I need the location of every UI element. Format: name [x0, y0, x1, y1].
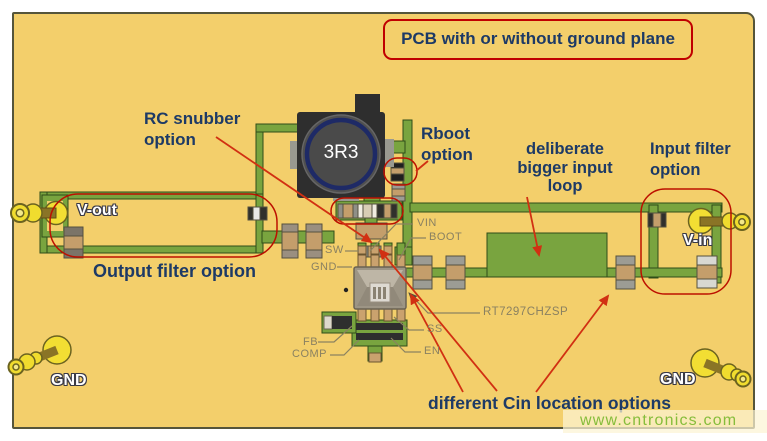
rboot-resistor [390, 162, 405, 182]
components [63, 162, 718, 290]
cap-output [63, 226, 84, 259]
rc-snubber-components [337, 203, 398, 219]
pin-label-sw: SW [325, 244, 344, 256]
pin-label-gnd: GND [311, 261, 337, 273]
gnd-left-label: GND [51, 372, 87, 389]
output-filter-ellipse [49, 193, 278, 258]
cap-c5 [445, 255, 466, 290]
pin-label-fb: FB [303, 336, 319, 348]
red-arrows [215, 136, 610, 393]
pin-label-comp: COMP [292, 348, 327, 360]
pin-label-boot: BOOT [429, 231, 463, 243]
gnd-right-connector [690, 348, 752, 388]
gnd-right-label: GND [660, 371, 696, 388]
cap-input [696, 255, 718, 289]
pin-label-vin: VIN [417, 217, 437, 229]
cap-c4 [412, 255, 433, 290]
input-filter-ellipse [640, 188, 732, 295]
red-annotations [49, 157, 732, 295]
cap-c3 [305, 223, 323, 259]
inductor [290, 94, 394, 201]
cap-c2 [281, 223, 299, 259]
boot-cap [391, 183, 406, 202]
vout-label: V-out [77, 202, 117, 219]
watermark-band [563, 410, 767, 433]
ic-part-number: RT7297CHZSP [483, 306, 569, 318]
title-box: PCB with or without ground plane [383, 19, 693, 60]
output-filter-label: Output filter option [93, 261, 256, 281]
vout-connector [10, 200, 69, 226]
pin-label-ss: SS [427, 323, 443, 335]
sw-pad [355, 222, 388, 240]
inductor-value: 3R3 [323, 142, 359, 163]
rboot-ellipse [383, 157, 418, 186]
gnd-left-connector [7, 335, 72, 376]
leader-lines [318, 223, 480, 356]
snubber-ellipse [330, 197, 404, 225]
cap-input-small [647, 212, 667, 228]
cin-label: different Cin location options [428, 393, 672, 413]
pin-label-en: EN [424, 345, 441, 357]
resistor-output [247, 206, 268, 221]
watermark-text: www.cntronics.com [580, 412, 738, 429]
vin-connector [687, 207, 751, 235]
vin-label: V-in [683, 232, 713, 249]
cap-c6 [615, 255, 636, 290]
